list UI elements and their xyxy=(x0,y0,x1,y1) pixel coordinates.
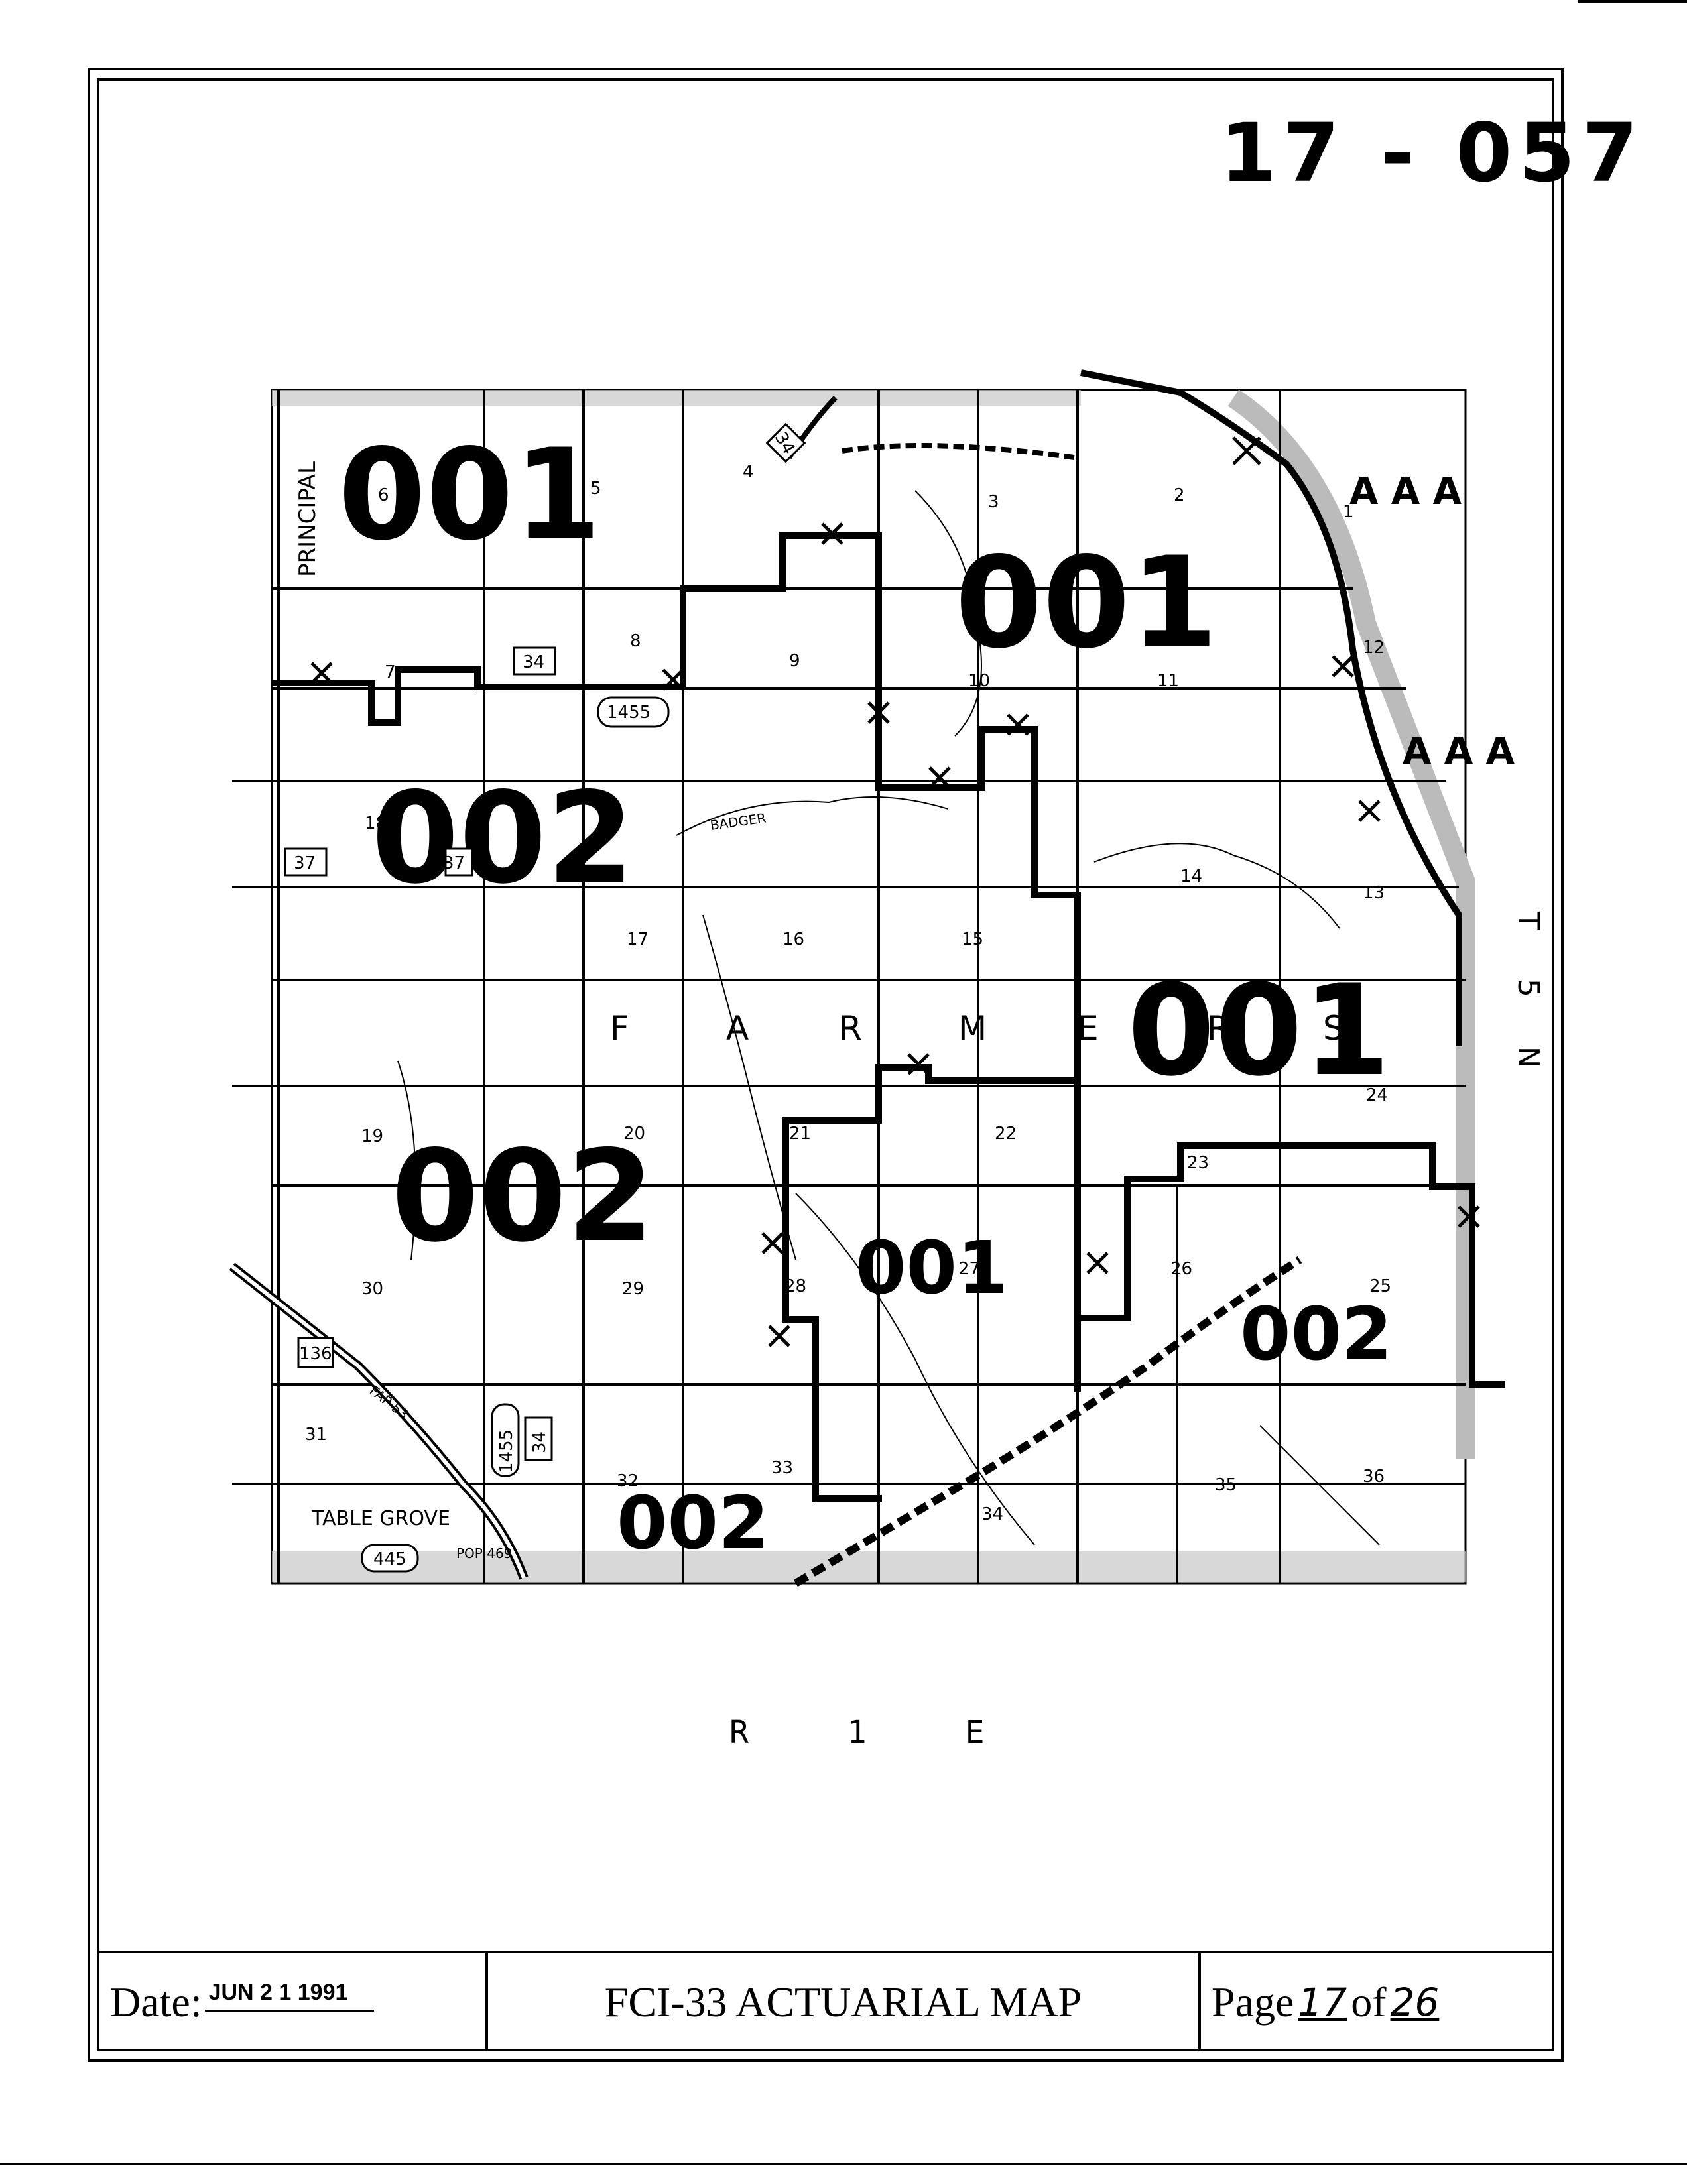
section-number: 9 xyxy=(789,651,800,671)
section-number: 11 xyxy=(1157,671,1179,691)
section-number: 28 xyxy=(784,1276,806,1296)
section-number: 1 xyxy=(1343,502,1354,522)
section-number: 12 xyxy=(1363,638,1385,658)
place-label: PRINCIPAL xyxy=(294,461,321,577)
inner-frame xyxy=(97,78,1554,2051)
section-number: 24 xyxy=(1366,1085,1388,1105)
page-cell: Page 17 of 26 xyxy=(1201,1953,1554,2051)
section-number: 5 xyxy=(590,479,601,499)
section-numbers: 6 5 4 3 2 1 7 8 9 10 11 12 18 17 16 15 1… xyxy=(305,462,1391,1524)
date-stamp: JUN 2 1 1991 xyxy=(204,1980,375,2012)
zone-label: 001 xyxy=(338,422,601,568)
date-cell: Date: JUN 2 1 1991 xyxy=(97,1953,488,2051)
page-of-label: of xyxy=(1351,1978,1387,2026)
place-label: TABLE GROVE xyxy=(311,1507,450,1530)
road-shields: 34 34 1455 37 37 136 1455 34 445 xyxy=(284,422,806,1573)
zone-label: 001 xyxy=(955,530,1218,676)
place-label: FAP 53 xyxy=(367,1382,412,1422)
section-number: 10 xyxy=(968,671,990,691)
section-number: 31 xyxy=(305,1425,327,1445)
zone-labels: 001 001 001 001 002 002 002 002 xyxy=(338,422,1393,1565)
township-letter: R xyxy=(1207,1009,1230,1048)
section-number: 33 xyxy=(771,1458,793,1478)
map-title-cell: FCI-33 ACTUARIAL MAP xyxy=(488,1953,1201,2051)
road-shield: 1455 xyxy=(607,703,651,723)
footer-bar: Date: JUN 2 1 1991 FCI-33 ACTUARIAL MAP … xyxy=(97,1951,1554,2051)
section-number: 14 xyxy=(1180,867,1202,886)
page-number: 17 xyxy=(1298,1980,1347,2025)
township-letter: R xyxy=(839,1009,862,1048)
aaa-mark: A A A xyxy=(1403,730,1515,773)
road-shield: 1455 xyxy=(497,1429,517,1473)
page-label: Page xyxy=(1212,1978,1294,2026)
section-number: 25 xyxy=(1369,1276,1391,1296)
section-number: 15 xyxy=(962,930,983,949)
highways xyxy=(229,396,1302,1587)
map-title: FCI-33 ACTUARIAL MAP xyxy=(604,1978,1082,2026)
section-number: 29 xyxy=(622,1279,644,1299)
section-number: 23 xyxy=(1187,1153,1209,1173)
map-id: 17 - 057 xyxy=(1220,106,1645,200)
outer-frame xyxy=(88,68,1564,2062)
zone-label: 002 xyxy=(391,1123,655,1270)
section-number: 36 xyxy=(1363,1467,1385,1486)
road-shield: 445 xyxy=(373,1549,406,1569)
road-shield: 34 xyxy=(530,1431,550,1453)
top-edge-rule xyxy=(1578,0,1687,3)
place-label: POP 469 xyxy=(456,1546,512,1561)
section-number: 32 xyxy=(617,1471,639,1491)
section-number: 27 xyxy=(958,1259,980,1279)
section-number: 34 xyxy=(981,1504,1003,1524)
section-number: 8 xyxy=(630,631,641,651)
section-number: 21 xyxy=(789,1124,811,1144)
road-shield: 34 xyxy=(523,652,544,672)
section-number: 6 xyxy=(378,485,389,505)
bottom-edge-rule xyxy=(0,2163,1687,2165)
township-letter: M xyxy=(958,1009,987,1048)
township-letter: A xyxy=(726,1009,749,1048)
section-number: 20 xyxy=(623,1124,645,1144)
aaa-marks: A A A A A A xyxy=(1349,470,1515,773)
section-number: 2 xyxy=(1174,485,1185,505)
township-label: T 5 N xyxy=(1511,911,1545,1088)
township-letter: E xyxy=(1078,1009,1099,1048)
township-name: F A R M E R S xyxy=(610,1009,1344,1048)
page-total: 26 xyxy=(1390,1980,1440,2025)
date-label: Date: xyxy=(110,1978,202,2026)
place-labels: PRINCIPAL BADGER TABLE GROVE FAP 53 POP … xyxy=(294,461,767,1561)
boundary-cross-marks xyxy=(310,436,1480,1347)
section-number: 19 xyxy=(361,1126,383,1146)
range-label: R 1 E xyxy=(729,1714,1025,1751)
map-base xyxy=(271,389,1475,1585)
zone-label: 002 xyxy=(617,1481,769,1565)
zone-label: 001 xyxy=(855,1225,1008,1310)
section-number: 35 xyxy=(1215,1475,1237,1495)
road-shield: 136 xyxy=(299,1344,332,1364)
township-letter: S xyxy=(1323,1009,1344,1048)
section-number: 26 xyxy=(1170,1259,1192,1279)
zone-boundaries xyxy=(272,369,1505,1502)
road-shield: 37 xyxy=(443,853,465,873)
section-number: 18 xyxy=(365,814,387,833)
section-number: 22 xyxy=(995,1124,1017,1144)
streams xyxy=(397,490,1380,1546)
section-number: 30 xyxy=(361,1279,383,1299)
section-number: 13 xyxy=(1363,883,1385,903)
zone-label: 002 xyxy=(1240,1292,1393,1376)
section-number: 3 xyxy=(988,492,999,512)
road-shield: 37 xyxy=(294,853,316,873)
place-label: BADGER xyxy=(709,810,767,833)
aaa-mark: A A A xyxy=(1349,470,1462,513)
zone-label: 002 xyxy=(371,765,635,912)
section-number: 7 xyxy=(385,662,396,682)
zone-label: 001 xyxy=(1127,957,1391,1104)
section-number: 16 xyxy=(782,930,804,949)
township-letter: F xyxy=(610,1009,629,1048)
section-number: 17 xyxy=(627,930,649,949)
section-number: 4 xyxy=(743,462,754,482)
